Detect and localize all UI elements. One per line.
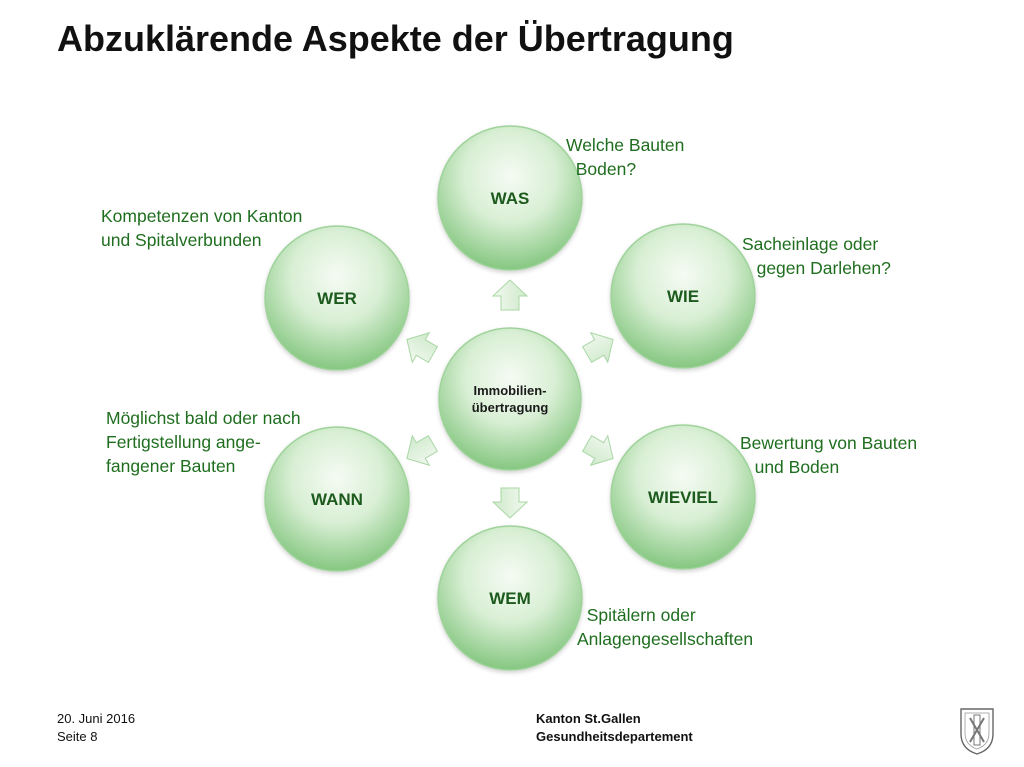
footer-left: 20. Juni 2016 Seite 8 [57,710,135,746]
footer-organization: Kanton St.Gallen Gesundheitsdepartement [536,710,693,746]
footer-org-name: Kanton St.Gallen [536,711,641,726]
node-wie: WIE [610,223,756,369]
footer-page-number: Seite 8 [57,729,98,744]
center-label-line2: übertragung [472,400,549,415]
annotation-wem: Spitälern oder Anlagengesellschaften [577,605,754,649]
annotation-wie: Sacheinlage oder gegen Darlehen? [742,234,891,278]
footer-date: 20. Juni 2016 [57,711,136,726]
node-was: WAS [437,125,583,271]
slide-title: Abzuklärende Aspekte der Übertragung [57,18,734,59]
arrow-to-was [491,279,529,311]
arrow-to-wem [491,487,529,519]
annotation-wieviel: Bewertung von Bauten und Boden [740,433,918,477]
node-wieviel-label: WIEVIEL [648,488,718,507]
node-wann: WANN [264,426,410,572]
node-wem-label: WEM [489,589,531,608]
annotation-was: Welche Bauten Boden? [566,135,685,179]
arrow-to-wie [581,331,614,364]
node-was-label: WAS [491,189,530,208]
node-wer: WER [264,225,410,371]
annotation-wann: Möglichst bald oder nach Fertigstellung … [106,408,301,476]
connector-arrows [406,279,614,519]
canton-crest-icon [960,708,994,755]
footer-dept-name: Gesundheitsdepartement [536,729,693,744]
center-label-line1: Immobilien- [474,383,547,398]
arrow-to-wann [406,434,439,467]
node-wann-label: WANN [311,490,363,509]
arrow-to-wer [406,331,439,364]
arrow-to-wieviel [581,434,614,467]
node-wieviel: WIEVIEL [610,424,756,570]
center-node: Immobilien- übertragung [438,327,582,471]
node-wem: WEM [437,525,583,671]
node-wie-label: WIE [667,287,699,306]
node-wer-label: WER [317,289,357,308]
annotation-wer: Kompetenzen von Kanton und Spitalverbund… [101,206,303,250]
